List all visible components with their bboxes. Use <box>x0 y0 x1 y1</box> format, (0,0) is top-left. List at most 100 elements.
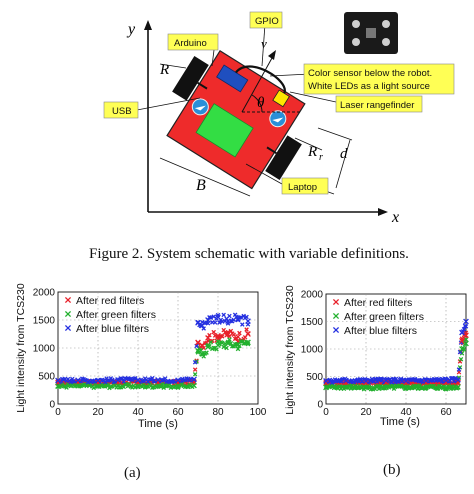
data-point <box>459 329 465 336</box>
sensor-chip <box>366 28 376 38</box>
data-point <box>225 318 231 324</box>
legend-marker <box>64 310 72 318</box>
plot-a-ylabel: Light intensity from TCS230 <box>15 283 27 413</box>
y-tick-label: 1000 <box>33 344 56 355</box>
data-point <box>199 322 205 329</box>
scatter-point <box>238 315 244 320</box>
laptop-pad <box>195 103 254 158</box>
cable <box>235 65 286 94</box>
subcaption-b: (b) <box>383 462 401 478</box>
robot-schematic: y x θ v <box>103 11 455 226</box>
data-point <box>75 382 81 389</box>
data-point <box>383 377 389 384</box>
x-axis-arrow-icon <box>378 208 388 216</box>
R-left-dim <box>159 63 187 69</box>
data-point <box>225 340 231 347</box>
data-point <box>205 344 211 350</box>
data-point <box>55 383 61 389</box>
usb-callout <box>103 101 139 119</box>
data-point <box>455 384 461 390</box>
scatter-point <box>102 379 108 385</box>
data-point <box>463 332 469 339</box>
scatter-point <box>105 383 111 388</box>
data-point <box>343 384 349 391</box>
data-point <box>463 318 469 325</box>
heading-line <box>241 57 273 113</box>
scatter-point <box>127 381 132 387</box>
x-tick-label: 40 <box>400 407 412 418</box>
scatter-point <box>141 382 146 388</box>
scatter-point <box>221 312 226 318</box>
color-sensor-callout-line2: White LEDs as a light source <box>308 81 430 92</box>
data-point <box>195 347 201 354</box>
scatter-point <box>227 337 232 342</box>
left-axle <box>197 81 208 90</box>
theta-label: θ <box>257 95 265 111</box>
data-point <box>215 342 221 349</box>
data-point <box>245 318 251 324</box>
y-tick-label: 1500 <box>33 316 56 327</box>
legend-entry: After blue filters <box>76 323 149 335</box>
data-point <box>245 331 251 337</box>
data-point <box>343 377 349 384</box>
scatter-point <box>240 322 245 327</box>
scatter-point <box>161 385 166 391</box>
laptop-callout-text: Laptop <box>288 182 317 193</box>
data-point <box>199 342 205 349</box>
x-axis-label: x <box>391 209 399 226</box>
y-axis-label: y <box>126 21 136 38</box>
data-point <box>195 339 201 346</box>
scatter-point <box>215 339 221 344</box>
data-point <box>191 382 197 389</box>
color-sensor-callout <box>303 63 455 95</box>
data-point <box>403 384 409 391</box>
scatter-point <box>68 379 74 385</box>
d-label: d <box>340 146 348 162</box>
data-point <box>235 333 241 340</box>
data-point <box>135 377 141 384</box>
sensor-led <box>352 38 360 46</box>
data-point <box>323 380 329 386</box>
scatter-point <box>214 347 219 352</box>
plot-b-scatter <box>323 323 469 392</box>
scatter-point <box>141 378 146 384</box>
arduino-leader <box>211 49 215 67</box>
scatter-point <box>456 367 462 372</box>
scatter-point <box>91 385 96 391</box>
scatter-point <box>204 350 209 355</box>
data-point <box>175 377 181 384</box>
B-label: B <box>196 177 206 194</box>
data-point <box>323 378 329 384</box>
data-point <box>363 378 369 384</box>
data-point <box>235 316 241 322</box>
R-left-label: R <box>159 62 169 78</box>
data-point <box>155 377 161 383</box>
legend-marker <box>332 312 340 320</box>
data-point <box>55 377 61 384</box>
scatter-point <box>227 313 232 319</box>
scatter-point <box>192 360 198 365</box>
color-sensor-callout-line1: Color sensor below the robot. <box>308 68 432 79</box>
data-point <box>363 384 369 391</box>
legend-entry: After green filters <box>344 311 424 323</box>
Rr-label-sub: r <box>319 152 323 163</box>
scatter-point <box>207 332 212 338</box>
data-point <box>205 335 211 341</box>
x-tick-label: 100 <box>250 407 267 418</box>
data-point <box>75 377 81 384</box>
plot-b-series <box>323 318 469 391</box>
data-point <box>245 339 251 346</box>
legend-entry: After red filters <box>76 295 144 307</box>
gpio-callout-text: GPIO <box>255 16 279 27</box>
plot-a-series <box>55 314 251 389</box>
data-point <box>215 332 221 339</box>
data-point <box>199 350 205 357</box>
data-point <box>403 380 409 386</box>
data-point <box>363 380 369 386</box>
